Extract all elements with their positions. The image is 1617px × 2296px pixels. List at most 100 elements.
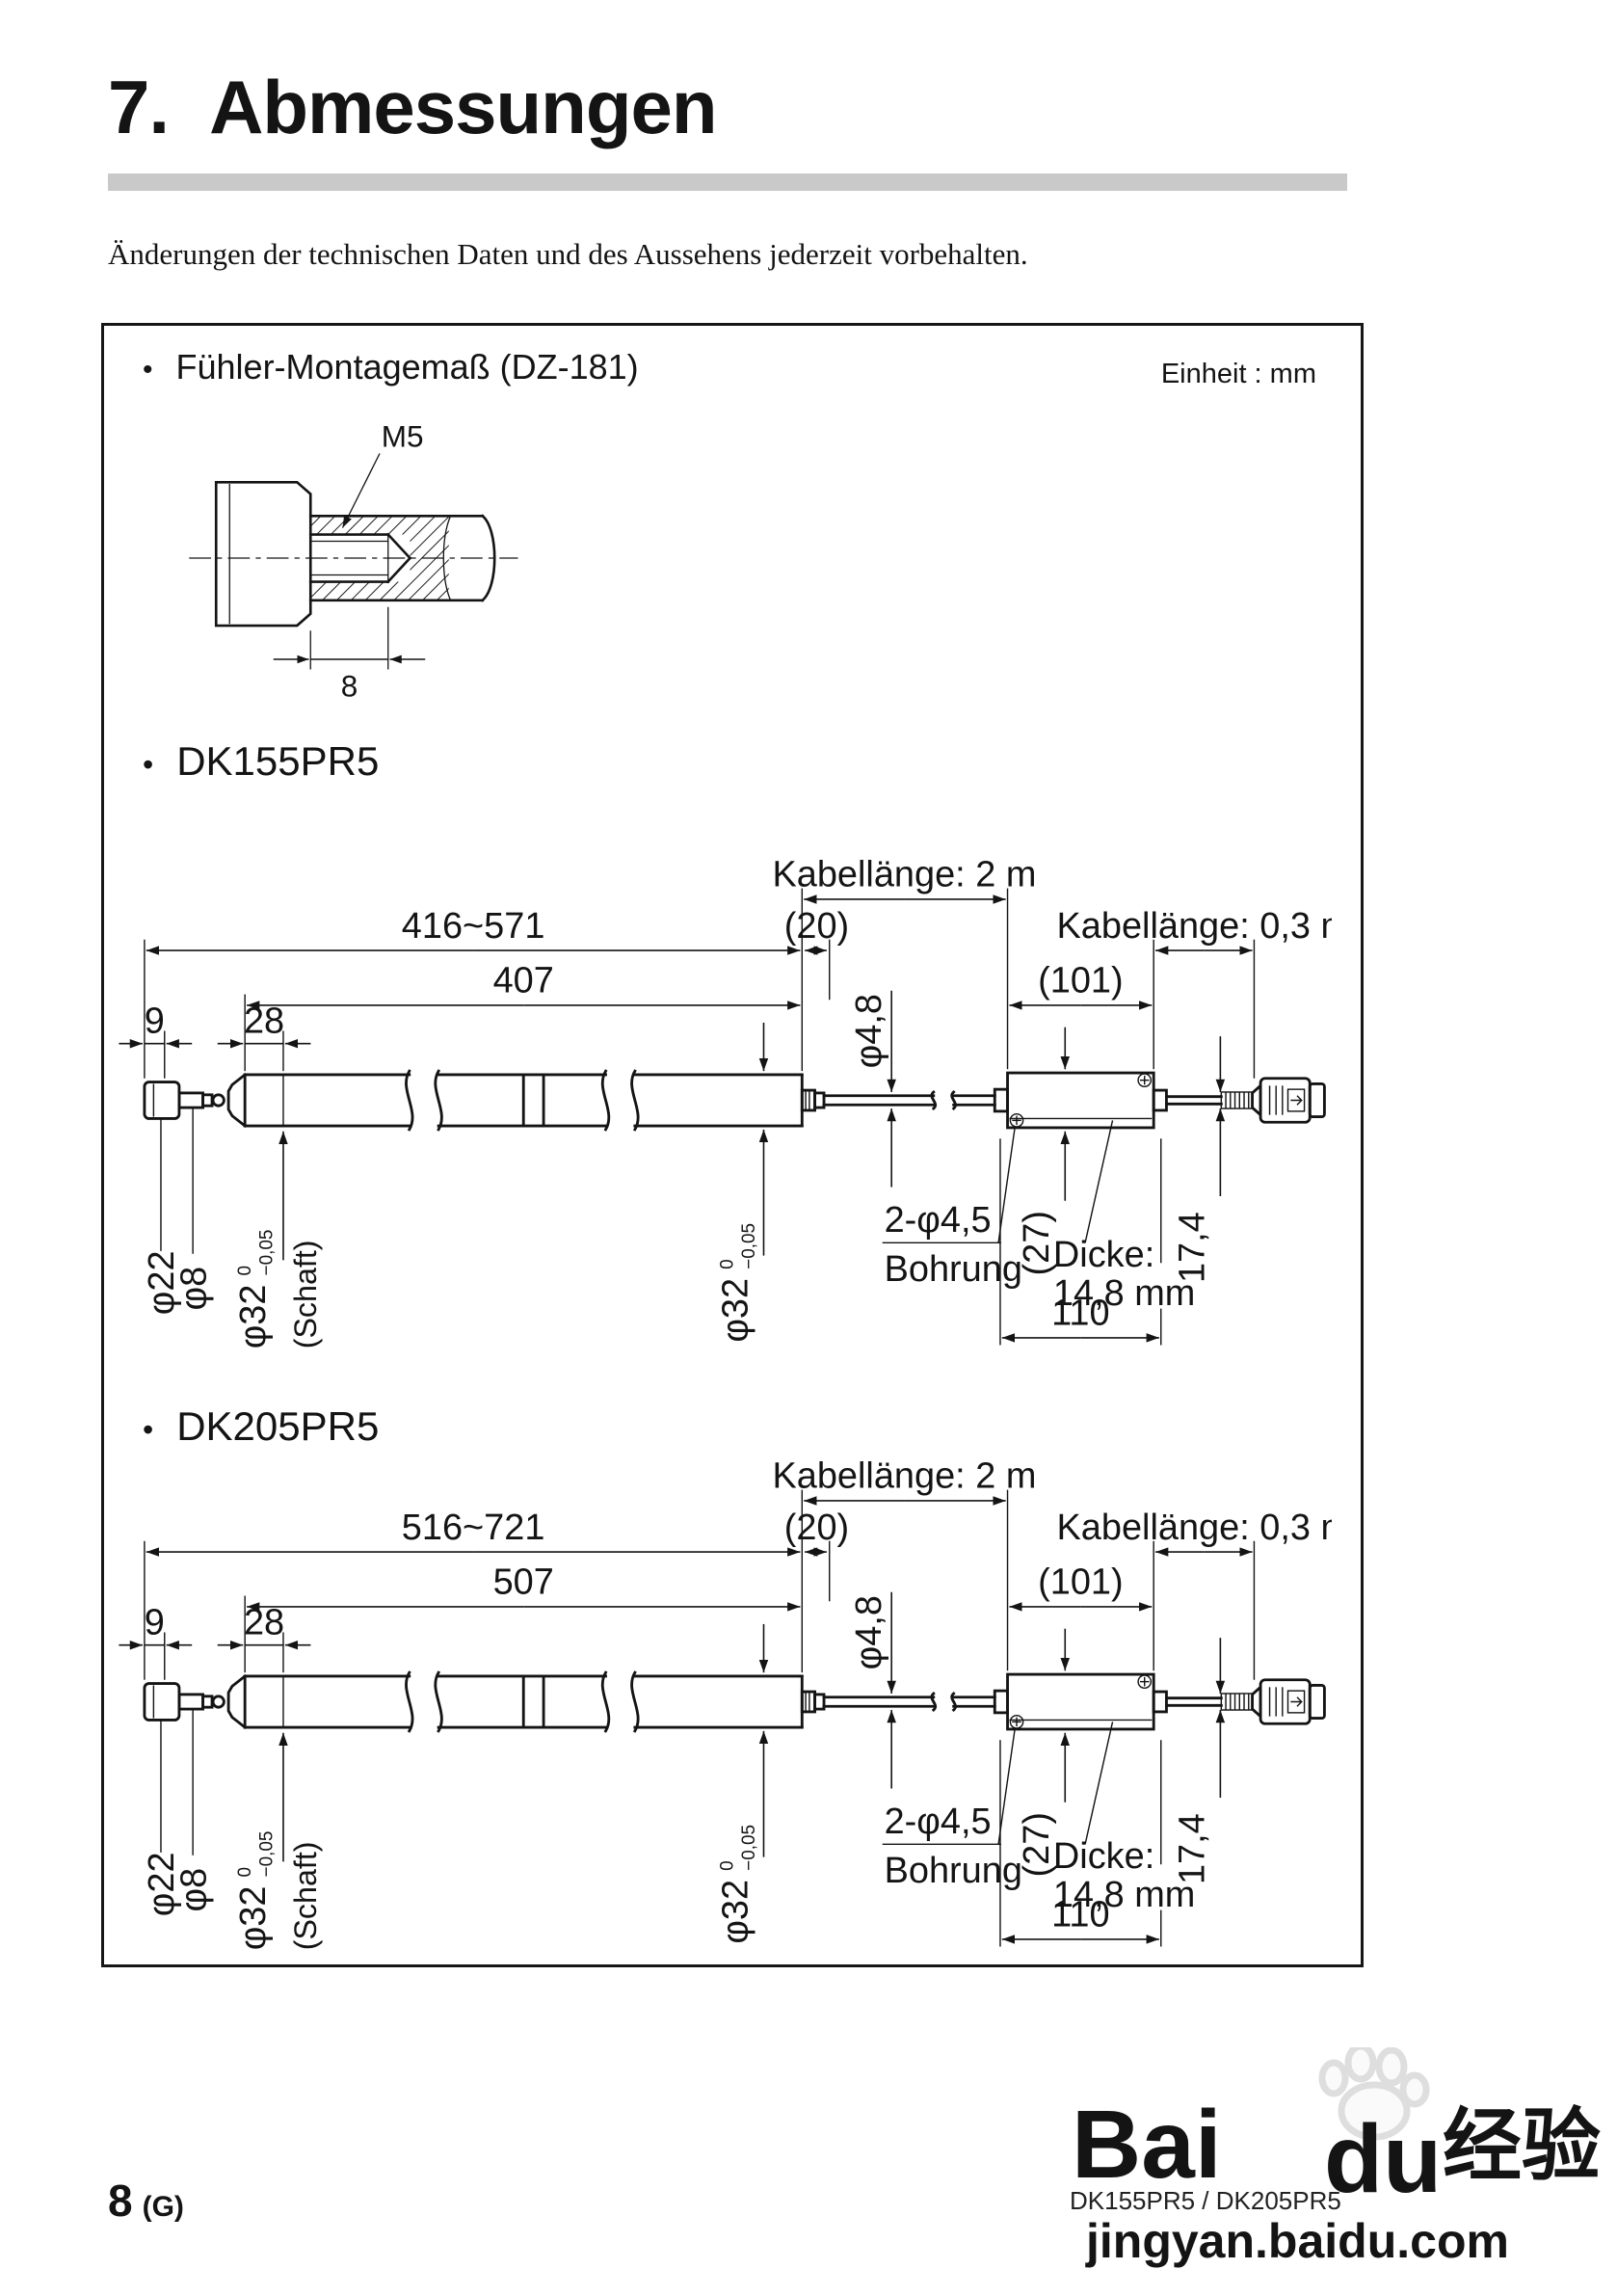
probe-title: DK205PR5 [176, 1403, 380, 1449]
cable [822, 1089, 996, 1111]
dim-9: 9 [145, 1602, 165, 1642]
holes-dim-2: Bohrung [885, 1249, 1022, 1290]
watermark-brand-cn: 经验 [1443, 2102, 1601, 2190]
cable-break [950, 1691, 957, 1713]
section-number: 7. [108, 65, 170, 149]
tube-length-dim: 407 [493, 961, 554, 1001]
thickness-label: Dicke: [1053, 1235, 1154, 1275]
thickness-label: Dicke: [1053, 1836, 1154, 1877]
m5-screw-outline [189, 480, 518, 627]
screw-icon [1137, 1674, 1153, 1689]
probe-drawing-dk155: Kabellänge: 2 m 416~571 (20) Kabellänge:… [119, 855, 1332, 1349]
probe-section-header-dk205: • DK205PR5 [143, 1403, 379, 1450]
notice-text: Änderungen der technischen Daten und des… [108, 237, 1028, 271]
cable2-length-label: Kabellänge: 0,3 m [1057, 906, 1332, 947]
bullet-icon: • [143, 354, 153, 386]
m5-mounting-drawing: M5 8 [189, 419, 518, 703]
m5-thread-label: M5 [382, 419, 424, 454]
dimensions-panel: • Fühler-Montagemaß (DZ-181) Einheit : m… [101, 323, 1364, 1967]
dim-101: (101) [1038, 961, 1124, 1001]
cable-outlet [800, 1088, 826, 1112]
stem-dia-dim: φ8 [173, 1267, 214, 1311]
bullet-icon: • [143, 747, 154, 782]
svg-text:φ32: φ32 [233, 1886, 274, 1951]
cable1-length-label: Kabellänge: 2 m [772, 1456, 1036, 1497]
connector-end-cap [1308, 1684, 1326, 1720]
svg-text:φ32: φ32 [715, 1880, 755, 1944]
unit-label: Einheit : mm [1160, 359, 1316, 389]
tube-length-dim: 507 [493, 1562, 554, 1603]
dim-20: (20) [784, 906, 849, 947]
break-line [405, 1670, 414, 1733]
arrow-lines [119, 1496, 1253, 1944]
break-line [405, 1069, 414, 1132]
preamp-box [993, 1071, 1155, 1130]
extension-lines [144, 888, 1256, 1346]
thickness-value: 14,8 mm [1053, 1875, 1195, 1915]
output-cable-connector [1152, 1077, 1326, 1124]
shaft-dia-dim: φ32 0 −0,05 [233, 1831, 278, 1951]
overall-range-dim: 416~571 [402, 906, 545, 947]
probe-outline [143, 1069, 1326, 1132]
connector-arrow-icon [1286, 1690, 1306, 1714]
holes-leader-line [997, 1127, 1016, 1243]
cable-dia-dim: φ4,8 [849, 1595, 889, 1669]
page-title: 7. Abmessungen [108, 64, 718, 151]
cable1-length-label: Kabellänge: 2 m [772, 855, 1036, 895]
page-number-suffix: (G) [142, 2191, 184, 2223]
body-front-cap [226, 1673, 248, 1730]
break-line [434, 1069, 443, 1132]
watermark-brand: Bai [1072, 2091, 1222, 2199]
dim-20: (20) [784, 1508, 849, 1548]
body-tube [243, 1069, 804, 1132]
shaft-label: (Schaft) [288, 1841, 323, 1950]
tip-dia-dim: φ22 [142, 1852, 182, 1916]
holes-leader-line [997, 1728, 1016, 1845]
body-tol-lower: −0,05 [739, 1825, 759, 1871]
shaft-label: (Schaft) [288, 1240, 323, 1348]
dimension-labels: Kabellänge: 2 m 516~721 (20) Kabellänge:… [142, 1456, 1332, 1951]
page-number: 8 (G) [108, 2175, 184, 2227]
shaft-tol-lower: −0,05 [257, 1230, 278, 1276]
stem-dia-dim: φ8 [173, 1868, 214, 1912]
page-number-value: 8 [108, 2176, 133, 2226]
out-height-dim: 17,4 [1172, 1212, 1212, 1283]
box-length-dim: 110 [1051, 1294, 1109, 1334]
probe-title: DK155PR5 [176, 738, 380, 784]
cable [822, 1691, 996, 1713]
out-height-dim: 17,4 [1172, 1813, 1212, 1884]
screw-icon [1137, 1073, 1153, 1087]
tip-stem [177, 1091, 204, 1109]
arrow-lines [119, 894, 1253, 1343]
break-line [434, 1670, 443, 1733]
break-line [630, 1069, 640, 1132]
dim-28: 28 [244, 1001, 284, 1041]
body-dia-dim: φ32 0 −0,05 [715, 1223, 759, 1343]
output-cable-connector [1152, 1678, 1326, 1725]
thickness-value: 14,8 mm [1053, 1273, 1195, 1314]
screw-icon [1009, 1113, 1024, 1128]
ball-joint [211, 1695, 225, 1709]
m5-depth-dim: 8 [341, 669, 358, 703]
connector-end-cap [1308, 1082, 1326, 1118]
m5-annotations: M5 8 [273, 419, 426, 703]
cable-dia-dim: φ4,8 [849, 994, 889, 1068]
body-dia-dim: φ32 0 −0,05 [715, 1825, 759, 1944]
thickness-leader-line [1084, 1722, 1114, 1845]
ball-joint [211, 1093, 225, 1108]
cable-break [950, 1089, 957, 1111]
section-title: Abmessungen [209, 65, 717, 149]
title-underline-bar [108, 174, 1347, 191]
dim-28: 28 [244, 1602, 284, 1642]
body-tol-lower: −0,05 [739, 1223, 759, 1269]
overall-range-dim: 516~721 [402, 1508, 545, 1548]
body-tol-upper: 0 [717, 1259, 737, 1269]
holes-dim: 2-φ4,5 [885, 1200, 992, 1241]
body-tol-upper: 0 [717, 1860, 737, 1871]
tip-dia-dim: φ22 [142, 1250, 182, 1315]
body-front-cap [226, 1072, 248, 1129]
dim-9: 9 [145, 1001, 165, 1041]
dimension-labels: Kabellänge: 2 m 416~571 (20) Kabellänge:… [142, 855, 1332, 1349]
break-line [600, 1069, 611, 1132]
cable-outlet [800, 1690, 826, 1714]
